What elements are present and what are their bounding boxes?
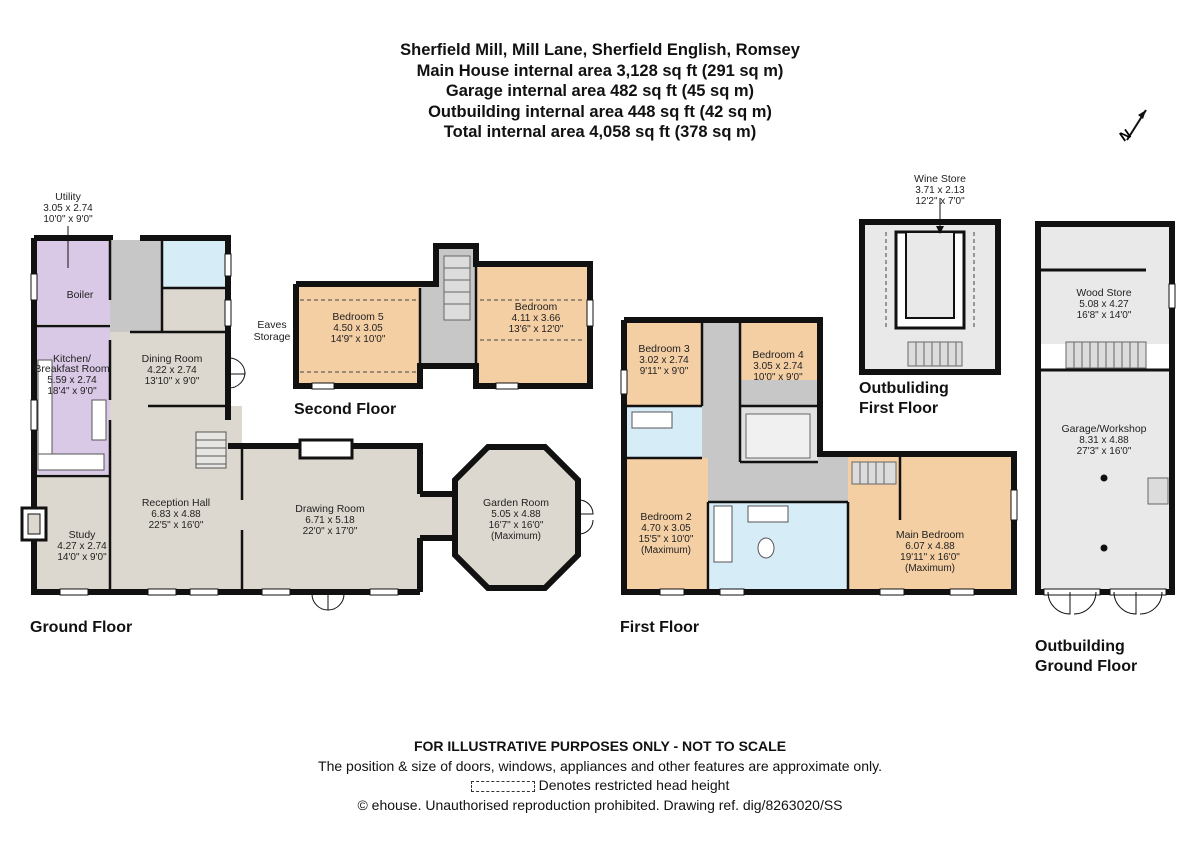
- kitchen-metric: 5.59 x 2.74: [47, 375, 97, 386]
- wood-metric: 5.08 x 4.27: [1079, 299, 1129, 310]
- wine-name: Wine Store: [914, 173, 966, 185]
- study-name: Study: [69, 529, 97, 541]
- north-letter: N: [1116, 126, 1133, 145]
- drawing-imperial: 22'0" x 17'0": [303, 526, 358, 537]
- bedroom-top-metric: 4.11 x 3.66: [512, 313, 561, 324]
- bedroom-top-imperial: 13'6" x 12'0": [509, 324, 564, 335]
- second-floor-plan: [293, 243, 594, 390]
- main-house-area: Main House internal area 3,128 sq ft (29…: [416, 61, 784, 80]
- disclaimer-text: FOR ILLUSTRATIVE PURPOSES ONLY - NOT TO …: [413, 738, 787, 754]
- outbuilding-ground-floor-plan: [1035, 221, 1176, 615]
- first-floor-plan: [620, 317, 1018, 596]
- wine-imperial: 12'2" x 7'0": [915, 196, 965, 207]
- utility-imperial: 10'0" x 9'0": [43, 214, 93, 225]
- restricted-height-text: Denotes restricted head height: [538, 777, 730, 793]
- study-metric: 4.27 x 2.74: [57, 541, 107, 552]
- kitchen-imperial: 18'4" x 9'0": [47, 386, 97, 397]
- first-floor-label: First Floor: [620, 619, 700, 636]
- garden-name: Garden Room: [483, 497, 549, 509]
- kitchen-name-1: Kitchen/: [53, 353, 91, 365]
- garage-imperial: 27'3" x 16'0": [1077, 446, 1132, 457]
- total-area: Total internal area 4,058 sq ft (378 sq …: [443, 123, 757, 141]
- garden-note: (Maximum): [491, 531, 541, 542]
- approximation-note: The position & size of doors, windows, a…: [318, 757, 882, 774]
- plan-header: Sherfield Mill, Mill Lane, Sherfield Eng…: [0, 40, 1200, 143]
- outbuilding-first-floor-plan: [859, 198, 1001, 375]
- main-bedroom-name: Main Bedroom: [896, 529, 965, 541]
- wood-imperial: 16'8" x 14'0": [1077, 310, 1132, 321]
- reception-imperial: 22'5" x 16'0": [149, 520, 204, 531]
- bedroom5-name: Bedroom 5: [332, 311, 384, 323]
- bedroom5-metric: 4.50 x 3.05: [333, 323, 383, 334]
- bedroom5-imperial: 14'9" x 10'0": [331, 334, 386, 345]
- study-imperial: 14'0" x 9'0": [57, 552, 107, 563]
- outbuilding-ground-label-2: Ground Floor: [1035, 658, 1138, 675]
- main-bedroom-imperial: 19'11" x 16'0": [900, 552, 960, 563]
- bedroom2-name: Bedroom 2: [640, 511, 692, 523]
- dining-imperial: 13'10" x 9'0": [145, 376, 200, 387]
- outbuilding-ground-label-1: Outbuilding: [1035, 638, 1125, 655]
- drawing-metric: 6.71 x 5.18: [305, 515, 355, 526]
- wood-name: Wood Store: [1076, 287, 1131, 299]
- bedroom3-name: Bedroom 3: [638, 343, 690, 355]
- outbuilding-first-label-2: First Floor: [859, 400, 939, 417]
- north-arrow-icon: N: [1116, 109, 1147, 145]
- address-title: Sherfield Mill, Mill Lane, Sherfield Eng…: [400, 41, 800, 59]
- garden-metric: 5.05 x 4.88: [491, 509, 541, 520]
- garage-area: Garage internal area 482 sq ft (45 sq m): [445, 82, 755, 100]
- ground-floor-plan: [20, 235, 594, 611]
- main-bedroom-metric: 6.07 x 4.88: [905, 541, 955, 552]
- wine-metric: 3.71 x 2.13: [915, 185, 965, 196]
- bedroom4-name: Bedroom 4: [752, 349, 804, 361]
- utility-name: Utility: [55, 191, 81, 203]
- bedroom2-note: (Maximum): [641, 545, 691, 556]
- drawing-name: Drawing Room: [295, 503, 365, 515]
- garage-metric: 8.31 x 4.88: [1079, 435, 1129, 446]
- eaves-name-2: Storage: [254, 331, 291, 343]
- garage-name: Garage/Workshop: [1061, 423, 1146, 435]
- outbuilding-first-label-1: Outbuliding: [859, 380, 949, 397]
- bedroom2-imperial: 15'5" x 10'0": [639, 534, 694, 545]
- bedroom2-metric: 4.70 x 3.05: [641, 523, 691, 534]
- bedroom4-imperial: 10'0" x 9'0": [753, 372, 803, 383]
- dining-metric: 4.22 x 2.74: [147, 365, 197, 376]
- utility-metric: 3.05 x 2.74: [43, 203, 93, 214]
- bedroom-top-name: Bedroom: [515, 301, 558, 313]
- dining-name: Dining Room: [142, 353, 203, 365]
- copyright-text: © ehouse. Unauthorised reproduction proh…: [357, 796, 843, 813]
- reception-metric: 6.83 x 4.88: [151, 509, 201, 520]
- bedroom4-metric: 3.05 x 2.74: [753, 361, 803, 372]
- boiler-name: Boiler: [67, 289, 94, 301]
- eaves-name-1: Eaves: [257, 319, 286, 331]
- bedroom3-imperial: 9'11" x 9'0": [640, 366, 689, 377]
- main-bedroom-note: (Maximum): [905, 563, 955, 574]
- restricted-height-icon: [470, 780, 535, 792]
- garden-imperial: 16'7" x 16'0": [489, 520, 544, 531]
- outbuilding-area: Outbuilding internal area 448 sq ft (42 …: [428, 102, 772, 121]
- plan-footer: FOR ILLUSTRATIVE PURPOSES ONLY - NOT TO …: [0, 737, 1200, 815]
- kitchen-name-2: Breakfast Room: [34, 363, 110, 375]
- restricted-height-legend: Denotes restricted head height: [0, 776, 1200, 796]
- bedroom3-metric: 3.02 x 2.74: [639, 355, 689, 366]
- ground-floor-label: Ground Floor: [30, 619, 133, 636]
- second-floor-label: Second Floor: [294, 401, 397, 418]
- reception-name: Reception Hall: [142, 497, 210, 509]
